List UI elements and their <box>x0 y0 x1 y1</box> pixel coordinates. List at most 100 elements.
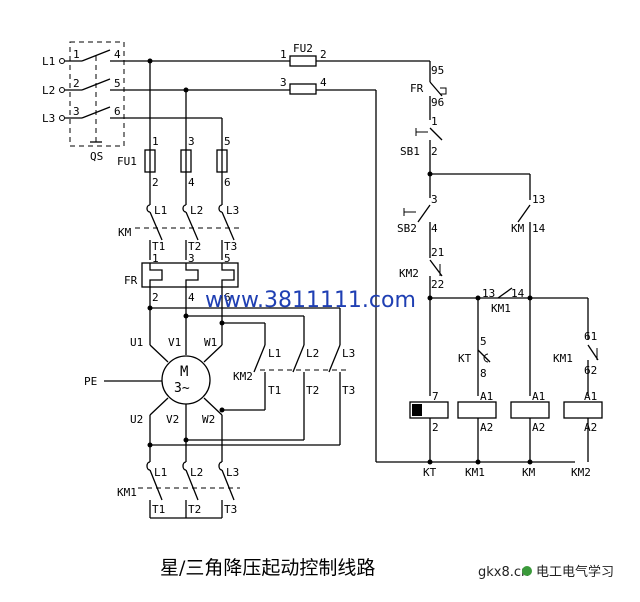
svg-text:5: 5 <box>224 252 231 265</box>
svg-text:3: 3 <box>431 193 438 206</box>
km2-contact-2 <box>292 344 305 373</box>
label-QS: QS <box>90 150 103 163</box>
label-KM1-nc: KM1 <box>553 352 573 365</box>
svg-text:U1: U1 <box>130 336 143 349</box>
svg-text:L1: L1 <box>268 347 281 360</box>
svg-text:6: 6 <box>224 291 231 304</box>
svg-text:A1: A1 <box>584 390 597 403</box>
label-SB1: SB1 <box>400 145 420 158</box>
coil-km <box>510 401 550 419</box>
svg-text:4: 4 <box>320 76 327 89</box>
svg-text:L1: L1 <box>154 466 167 479</box>
fr-thermal-relay <box>141 262 239 288</box>
svg-text:W2: W2 <box>202 413 215 426</box>
svg-text:5: 5 <box>224 135 231 148</box>
svg-text:3: 3 <box>188 252 195 265</box>
fuse-fu2-a <box>289 55 317 67</box>
svg-text:2: 2 <box>152 291 159 304</box>
svg-text:14: 14 <box>532 222 546 235</box>
motor-phase-label: 3~ <box>174 381 190 396</box>
svg-text:A2: A2 <box>532 421 545 434</box>
svg-text:A1: A1 <box>480 390 493 403</box>
coil-label-1: KM1 <box>465 466 485 479</box>
svg-text:61: 61 <box>584 330 597 343</box>
terminal-L1 <box>59 58 65 64</box>
svg-text:1: 1 <box>152 135 159 148</box>
svg-text:5: 5 <box>480 335 487 348</box>
label-FR: FR <box>124 274 138 287</box>
km-contact-3 <box>221 211 235 241</box>
svg-text:4: 4 <box>431 222 438 235</box>
svg-text:4: 4 <box>188 291 195 304</box>
watermark-brand: 电工电气学习 <box>536 564 614 580</box>
km-hold-contact <box>517 204 531 223</box>
svg-text:8: 8 <box>480 367 487 380</box>
svg-text:V1: V1 <box>168 336 181 349</box>
sb1-stop-button <box>429 127 443 141</box>
label-PE: PE <box>84 375 97 388</box>
qs-pin-3: 3 <box>73 105 80 118</box>
svg-text:W1: W1 <box>204 336 217 349</box>
svg-text:2: 2 <box>320 48 327 61</box>
km-contact-2 <box>185 211 199 241</box>
qs-blade-1 <box>81 49 111 62</box>
km2-contact-1 <box>253 344 266 373</box>
motor-label: M <box>180 364 188 380</box>
svg-text:L3: L3 <box>342 347 355 360</box>
svg-text:21: 21 <box>431 246 444 259</box>
svg-text:T3: T3 <box>224 503 237 516</box>
svg-text:1: 1 <box>280 48 287 61</box>
label-KT-contact: KT <box>458 352 472 365</box>
svg-text:L3: L3 <box>226 204 239 217</box>
svg-text:2: 2 <box>152 176 159 189</box>
svg-text:L2: L2 <box>306 347 319 360</box>
coil-label-3: KM2 <box>571 466 591 479</box>
qs-pin-4: 4 <box>114 48 121 61</box>
svg-text:T1: T1 <box>268 384 281 397</box>
svg-text:T2: T2 <box>188 503 201 516</box>
svg-text:A2: A2 <box>584 421 597 434</box>
label-FU1: FU1 <box>117 155 137 168</box>
qs-pin-5: 5 <box>114 77 121 90</box>
svg-text:1: 1 <box>431 115 438 128</box>
svg-text:L3: L3 <box>226 466 239 479</box>
label-KM: KM <box>118 226 132 239</box>
label-FR-control: FR <box>410 82 424 95</box>
svg-text:95: 95 <box>431 64 444 77</box>
label-KM1-contact: KM1 <box>491 302 511 315</box>
km2-contact-3 <box>328 344 341 373</box>
svg-text:7: 7 <box>432 390 439 403</box>
label-KM-hold: KM <box>511 222 525 235</box>
svg-text:V2: V2 <box>166 413 179 426</box>
svg-text:T3: T3 <box>342 384 355 397</box>
qs-pin-1: 1 <box>73 48 80 61</box>
qs-pin-2: 2 <box>73 77 80 90</box>
coil-label-2: KM <box>522 466 536 479</box>
svg-text:T1: T1 <box>152 503 165 516</box>
coil-label-0: KT <box>423 466 437 479</box>
terminal-L2 <box>59 87 65 93</box>
label-KM1-star: KM1 <box>117 486 137 499</box>
svg-text:22: 22 <box>431 278 444 291</box>
label-SB2: SB2 <box>397 222 417 235</box>
svg-text:62: 62 <box>584 364 597 377</box>
watermark-domain: gkx8.cn <box>478 565 529 580</box>
svg-text:2: 2 <box>432 421 439 434</box>
svg-text:6: 6 <box>224 176 231 189</box>
wechat-icon <box>522 566 532 576</box>
svg-text:T3: T3 <box>224 240 237 253</box>
label-KM2-main: KM2 <box>233 370 253 383</box>
fuse-fu1-a <box>144 149 156 173</box>
svg-text:A1: A1 <box>532 390 545 403</box>
svg-text:14: 14 <box>511 287 525 300</box>
svg-text:U2: U2 <box>130 413 143 426</box>
label-FU2: FU2 <box>293 42 313 55</box>
watermark-url: www.3811111.com <box>205 288 416 313</box>
fuse-fu1-b <box>180 149 192 173</box>
coil-kt <box>409 401 449 419</box>
qs-pin-6: 6 <box>114 105 121 118</box>
diagram-title: 星/三角降压起动控制线路 <box>160 557 375 579</box>
svg-text:T1: T1 <box>152 240 165 253</box>
